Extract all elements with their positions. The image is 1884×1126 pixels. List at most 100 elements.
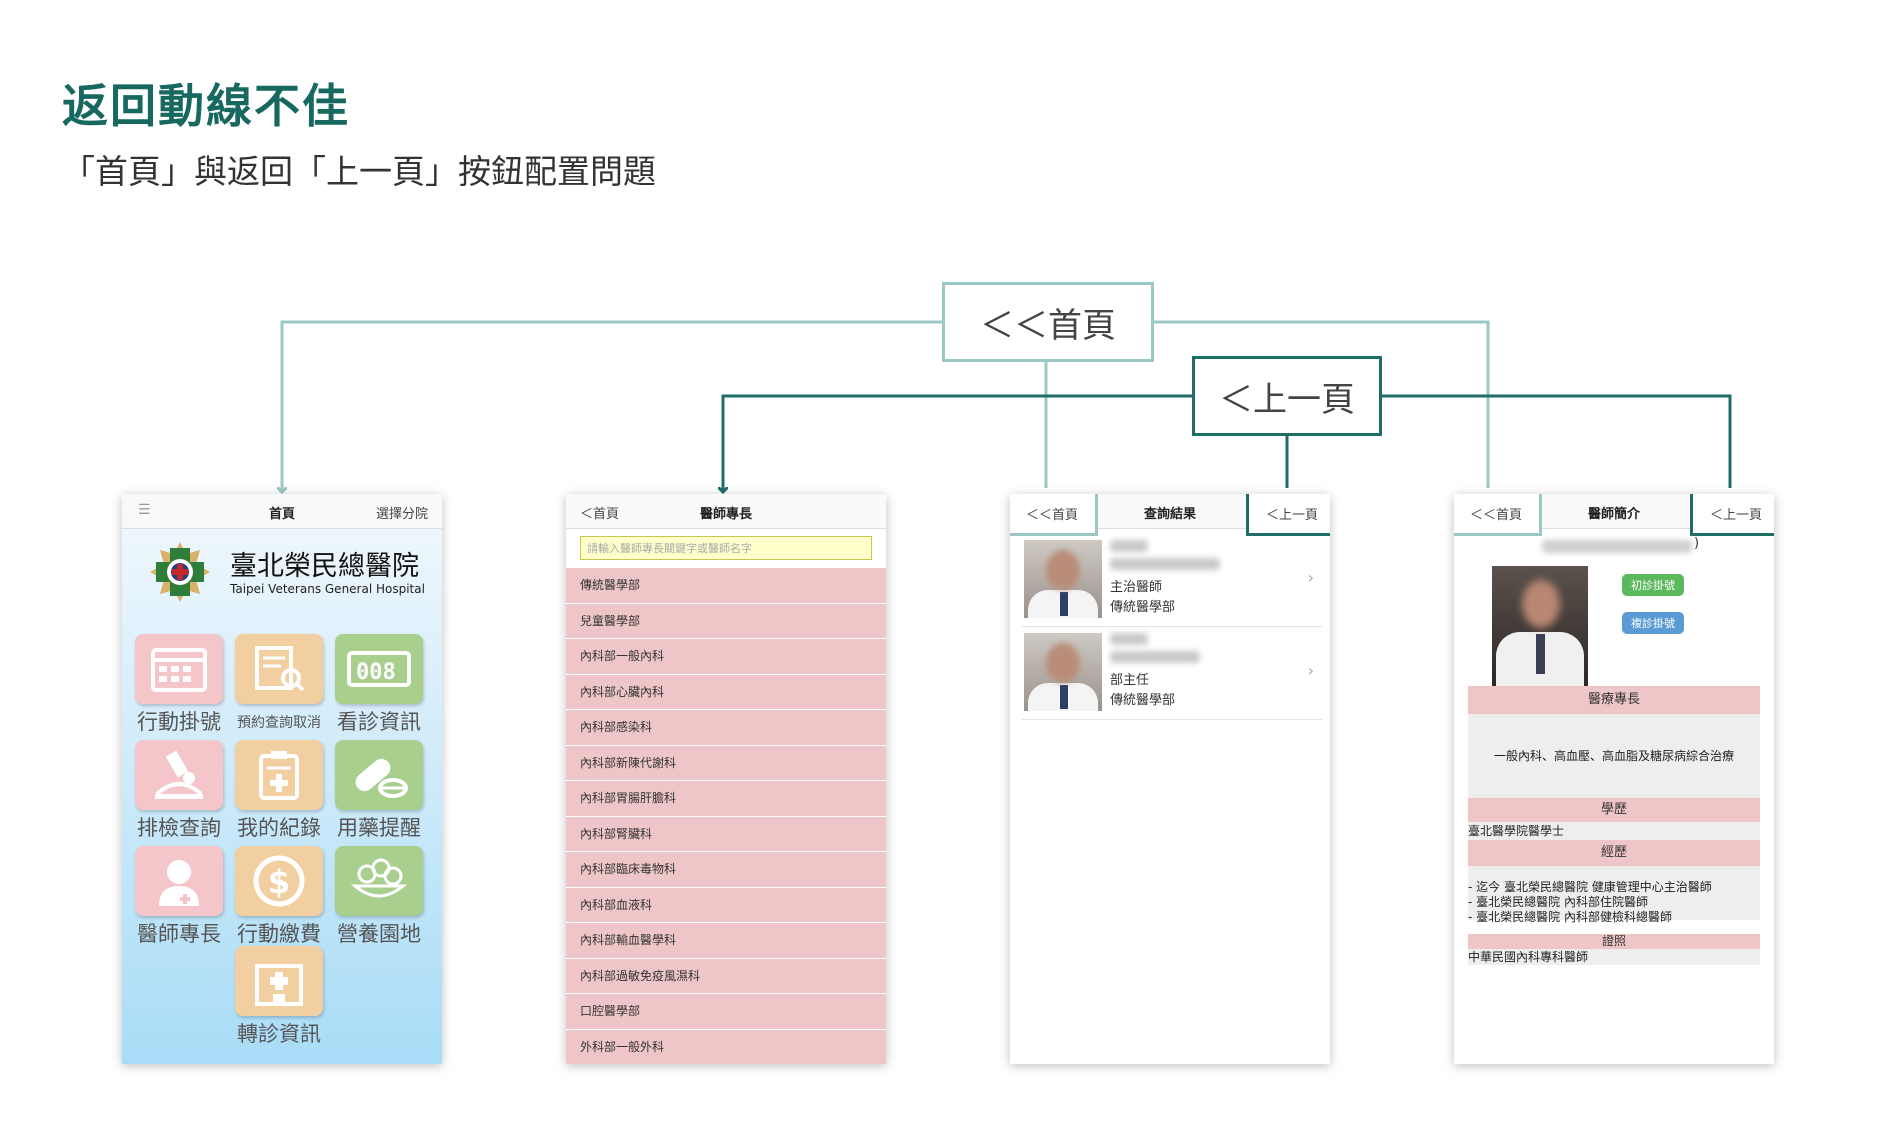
list-item[interactable]: 內科部臨床毒物科 (566, 852, 886, 888)
doctor-dept: 傳統醫學部 (1110, 600, 1176, 615)
tile-label: 看診資訊 (337, 710, 421, 734)
first-visit-button[interactable]: 初診掛號 (1622, 574, 1684, 596)
back-button[interactable]: ＜上一頁 (1690, 494, 1774, 536)
specialty-list: 傳統醫學部 兒童醫學部 內科部一般內科 內科部心臟內科 內科部感染科 內科部新陳… (566, 568, 886, 1064)
tile-label: 行動掛號 (137, 710, 221, 734)
list-item[interactable]: 內科部腎臟科 (566, 816, 886, 852)
list-item[interactable]: 內科部輸血醫學科 (566, 923, 886, 959)
tile-label: 用藥提醒 (337, 816, 421, 840)
tile-medication-reminder[interactable]: 用藥提醒 (334, 740, 424, 840)
nav-title: 醫師簡介 (1587, 507, 1640, 522)
tile-nutrition[interactable]: 營養園地 (334, 846, 424, 946)
microscope-icon (135, 740, 223, 810)
list-item[interactable]: 內科部一般內科 (566, 639, 886, 675)
blurred-name (1110, 540, 1148, 552)
tile-doctor-specialty[interactable]: 醫師專長 (134, 846, 224, 946)
tile-label: 我的紀錄 (237, 816, 321, 840)
tile-my-records[interactable]: 我的紀錄 (234, 740, 324, 840)
hospital-name-cn: 臺北榮民總醫院 (230, 551, 419, 582)
list-item[interactable]: 內科部感染科 (566, 710, 886, 746)
counter-icon: 008 (335, 634, 423, 704)
page-subtitle: 「首頁」與返回「上一頁」按鈕配置問題 (62, 152, 656, 191)
blurred-name-en (1110, 651, 1200, 663)
doctor-photo (1024, 633, 1102, 711)
nav-title: 醫師專長 (699, 507, 752, 522)
clipboard-icon (235, 740, 323, 810)
hospital-icon (235, 946, 323, 1016)
list-item[interactable]: 兒童醫學部 (566, 603, 886, 639)
tile-label: 行動繳費 (237, 922, 321, 946)
doctor-role: 部主任 (1110, 673, 1150, 688)
home-button[interactable]: ＜＜首頁 (1010, 494, 1098, 536)
tile-label: 轉診資訊 (237, 1022, 321, 1046)
experience-item: - 臺北榮民總醫院 內科部住院醫師 (1468, 895, 1648, 909)
navbar: ＜首頁 醫師專長 (566, 494, 886, 529)
tile-label: 排檢查詢 (137, 816, 221, 840)
back-button[interactable]: ＜上一頁 (1246, 494, 1330, 536)
navbar: ☰ 首頁 選擇分院 (122, 494, 442, 529)
tile-label: 預約查詢取消 (237, 715, 321, 731)
list-item[interactable]: 內科部血液科 (566, 887, 886, 923)
blurred-name (1110, 633, 1148, 645)
calendar-icon (135, 634, 223, 704)
specialty-search-input[interactable]: 請輸入醫師專長關鍵字或醫師名字 (580, 536, 872, 560)
blurred-doctor-name (1542, 540, 1692, 553)
phone-home-screen: ☰ 首頁 選擇分院 臺北榮民總醫院 Taipei Veterans Genera… (122, 494, 442, 1064)
nav-title: 查詢結果 (1143, 507, 1196, 522)
search-document-icon (235, 634, 323, 704)
back-link-line-left (723, 394, 1192, 492)
hamburger-icon[interactable]: ☰ (138, 502, 151, 518)
tile-mobile-registration[interactable]: 行動掛號 (134, 634, 224, 734)
svg-text:$: $ (268, 863, 290, 901)
pill-icon (335, 740, 423, 810)
experience-item: - 臺北榮民總醫院 內科部健檢科總醫師 (1468, 910, 1672, 924)
list-item[interactable]: 內科部心臟內科 (566, 674, 886, 710)
return-visit-button[interactable]: 複診掛號 (1622, 612, 1684, 634)
section-license-header: 證照 (1468, 934, 1760, 949)
food-icon (335, 846, 423, 916)
doctor-icon (135, 846, 223, 916)
svg-text:008: 008 (356, 660, 396, 685)
doctor-photo (1492, 566, 1588, 686)
home-link-line-left (282, 320, 942, 492)
hospital-logo-icon (150, 542, 210, 602)
doctor-list-item[interactable]: 主治醫師 傳統醫學部 › (1022, 534, 1322, 627)
doctor-photo (1024, 540, 1102, 618)
tile-label: 醫師專長 (137, 922, 221, 946)
list-item[interactable]: 外科部一般外科 (566, 1029, 886, 1064)
back-callout: ＜上一頁 (1192, 356, 1382, 436)
tile-clinic-info[interactable]: 008 看診資訊 (334, 634, 424, 734)
select-branch-button[interactable]: 選擇分院 (375, 507, 428, 522)
chevron-right-icon: › (1307, 568, 1314, 587)
section-education-header: 學歷 (1468, 798, 1760, 822)
home-callout: ＜＜首頁 (942, 282, 1154, 362)
chevron-right-icon: › (1307, 661, 1314, 680)
tile-label: 營養園地 (337, 922, 421, 946)
section-experience-header: 經歷 (1468, 840, 1760, 866)
home-back-button[interactable]: ＜首頁 (580, 507, 620, 522)
home-button[interactable]: ＜＜首頁 (1454, 494, 1542, 536)
phone-specialty-screen: ＜首頁 醫師專長 請輸入醫師專長關鍵字或醫師名字 傳統醫學部 兒童醫學部 內科部… (566, 494, 886, 1064)
doctor-list-item[interactable]: 部主任 傳統醫學部 › (1022, 627, 1322, 720)
phone-results-screen: 查詢結果 ＜＜首頁 ＜上一頁 主治醫師 傳統醫學部 › 部主任 傳統醫學部 › (1010, 494, 1330, 1064)
page-title: 返回動線不佳 (62, 79, 350, 133)
nav-title: 首頁 (268, 507, 295, 522)
list-item[interactable]: 傳統醫學部 (566, 568, 886, 604)
tile-referral-info[interactable]: 轉診資訊 (234, 946, 324, 1046)
hospital-name-en: Taipei Veterans General Hospital (230, 582, 425, 596)
list-item[interactable]: 內科部新陳代謝科 (566, 745, 886, 781)
list-item[interactable]: 內科部過敏免疫風濕科 (566, 958, 886, 994)
section-specialty-header: 醫療專長 (1468, 686, 1760, 714)
phone-profile-screen: 醫師簡介 ＜＜首頁 ＜上一頁 ) 初診掛號 複診掛號 醫療專長 一般內科、高血壓… (1454, 494, 1774, 1064)
list-item[interactable]: 口腔醫學部 (566, 994, 886, 1030)
tile-exam-query[interactable]: 排檢查詢 (134, 740, 224, 840)
tile-mobile-payment[interactable]: $ 行動繳費 (234, 846, 324, 946)
experience-list: - 迄今 臺北榮民總醫院 健康管理中心主治醫師 - 臺北榮民總醫院 內科部住院醫… (1468, 866, 1760, 924)
education-text: 臺北醫學院醫學士 (1468, 822, 1760, 840)
hospital-header: 臺北榮民總醫院 Taipei Veterans General Hospital (148, 540, 438, 610)
home-link-line-right (1154, 320, 1490, 488)
tile-appointment-query[interactable]: 預約查詢取消 (234, 634, 324, 734)
specialty-text: 一般內科、高血壓、高血脂及糖尿病綜合治療 (1468, 714, 1760, 798)
list-item[interactable]: 內科部胃腸肝膽科 (566, 781, 886, 817)
doctor-role: 主治醫師 (1110, 580, 1163, 595)
